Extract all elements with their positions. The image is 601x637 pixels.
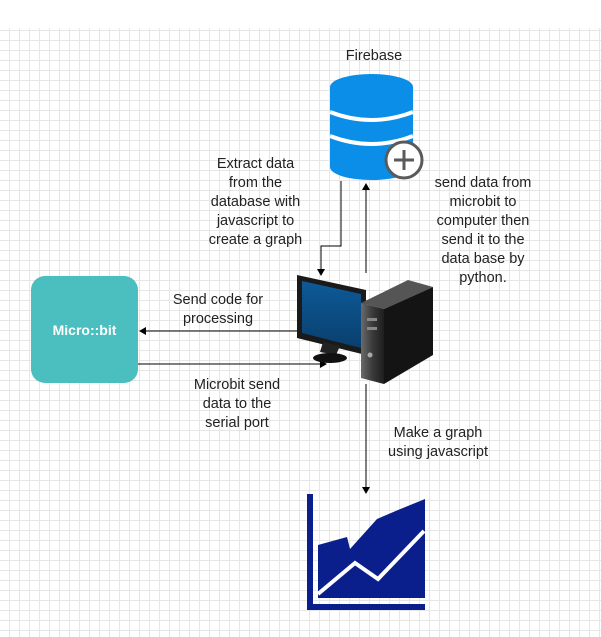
extract-data-label: Extract data from the database with java… — [208, 156, 303, 248]
database-add-icon — [329, 74, 424, 180]
send-data-label: send data from microbit to computer then… — [434, 175, 532, 286]
area-chart-icon — [307, 494, 426, 610]
microbit-node: Micro::bit — [31, 276, 138, 383]
serial-label: Microbit send data to the serial port — [193, 377, 281, 431]
desktop-computer-icon — [297, 275, 433, 384]
send-code-label: Send code for processing — [172, 292, 264, 327]
edge-extract — [317, 181, 342, 276]
firebase-label: Firebase — [345, 48, 403, 64]
microbit-label: Micro::bit — [52, 321, 117, 338]
make-graph-label: Make a graph using javascript — [388, 425, 488, 460]
